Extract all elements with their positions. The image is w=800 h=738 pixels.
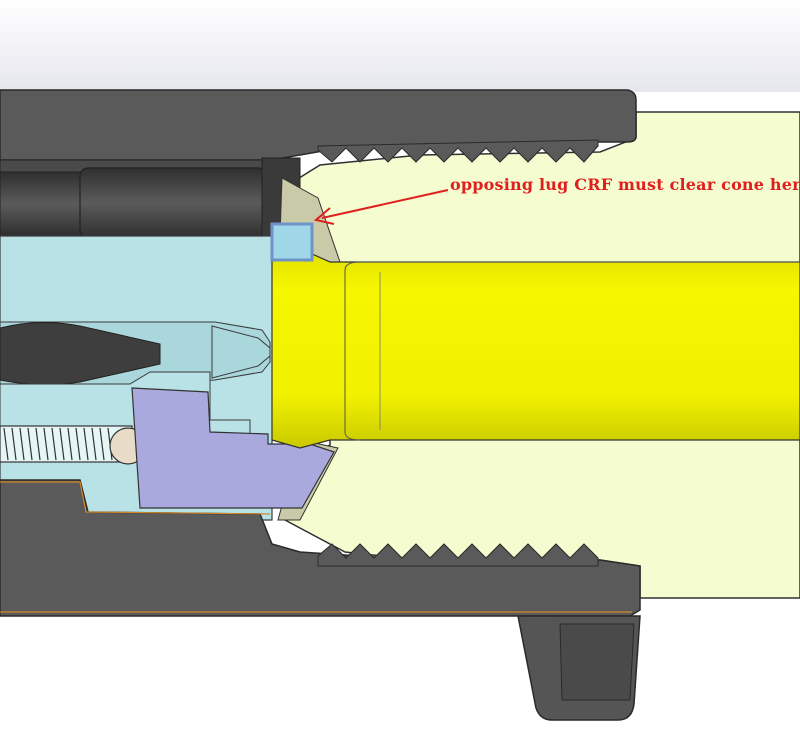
annotation-arrow xyxy=(313,189,449,225)
thread-top xyxy=(317,139,599,163)
receiver-bottom-trim xyxy=(0,481,271,515)
cartridge-case xyxy=(271,235,800,449)
thread-bottom xyxy=(317,543,599,567)
bolt-body-ring xyxy=(79,167,267,239)
recoil-lug-face xyxy=(559,623,635,701)
case-body-line xyxy=(344,261,800,441)
clearance-highlight-box xyxy=(270,222,314,262)
viewport-gradient xyxy=(0,0,800,92)
firing-pin-tip xyxy=(211,325,271,379)
firing-pin xyxy=(0,321,161,386)
annotation-label: opposing lug CRF must clear cone here. xyxy=(450,175,800,194)
